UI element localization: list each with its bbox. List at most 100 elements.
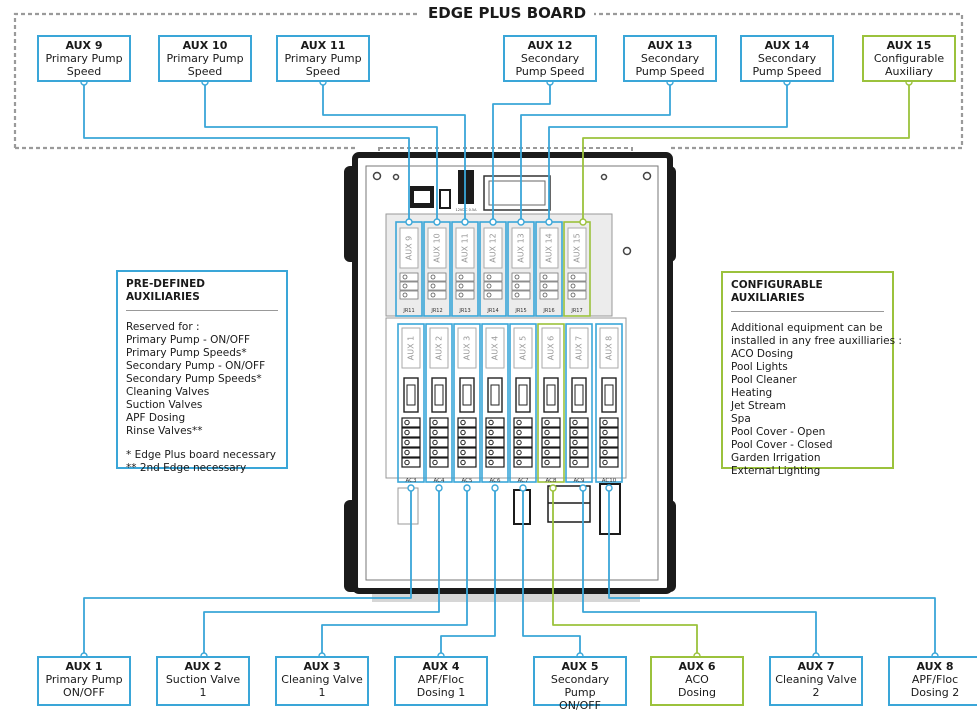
wire-endpoint — [435, 484, 443, 492]
upper-relay-label: AUX 14 — [545, 233, 554, 263]
aux-box-bottom: AUX 4 APF/Floc Dosing 1 — [394, 656, 488, 706]
lower-terminal-screw — [432, 439, 438, 446]
upper-relay-label: AUX 15 — [573, 233, 582, 263]
aux-box-line: ON/OFF — [63, 686, 105, 699]
lower-terminal-screw — [544, 459, 550, 466]
aux-box-name: AUX 9 — [65, 39, 103, 52]
upper-relay-body — [539, 227, 559, 269]
upper-relay-frame — [563, 221, 591, 317]
predefined-heading: PRE-DEFINED AUXILIARIES — [126, 278, 278, 311]
upper-jumper-label: JR11 — [402, 308, 414, 314]
configurable-line: Jet Stream — [731, 400, 787, 412]
lower-terminal-slot — [401, 427, 421, 438]
upper-relay-pin-dot — [514, 283, 520, 289]
terminal-block-aco — [513, 489, 531, 525]
power-terminal-label: 12VDC 0.5A — [455, 208, 477, 212]
upper-relay-pin-dot — [458, 283, 464, 289]
aux-box-line: Secondary Pump — [550, 673, 610, 699]
upper-relay-body — [483, 227, 503, 269]
upper-relay-pin-dot — [458, 292, 464, 298]
lower-relay-body — [569, 327, 589, 369]
aux-box-line: Auxiliary — [885, 65, 933, 78]
aux-box-top: AUX 9 Primary Pump Speed — [37, 35, 131, 82]
aux-box-line: Pump Speed — [752, 65, 822, 78]
upper-relay-pin — [567, 272, 587, 282]
aux-box-name: AUX 4 — [422, 660, 460, 673]
upper-relay-pin-dot — [570, 283, 576, 289]
lower-terminal-screw — [602, 419, 608, 426]
lower-terminal-screw — [404, 439, 410, 446]
lower-terminal-slot — [513, 427, 533, 438]
aux-box-line: APF/Floc — [911, 673, 959, 686]
configurable-line: Pool Cover - Open — [731, 426, 826, 438]
lower-terminal-slot — [541, 457, 561, 468]
aux-box-line: Primary Pump — [45, 673, 123, 686]
upper-relay-body — [511, 227, 531, 269]
wire — [548, 82, 788, 222]
aux-box-line: Cleaning Valve — [775, 673, 857, 686]
wire — [492, 82, 551, 222]
predefined-line: Cleaning Valves — [126, 386, 210, 398]
wire-endpoint — [489, 218, 497, 226]
lower-terminal-screw — [602, 459, 608, 466]
lower-relay-frame — [565, 323, 593, 483]
upper-relay-body — [567, 227, 587, 269]
aux-box-line: Pump Speed — [515, 65, 585, 78]
configurable-auxiliaries-panel: CONFIGURABLE AUXILIARIES Additional equi… — [721, 271, 902, 477]
lower-terminal-screw — [602, 439, 608, 446]
upper-relay-pin — [511, 281, 531, 291]
wire-endpoint — [433, 218, 441, 226]
predefined-line: Secondary Pump - ON/OFF — [126, 360, 266, 372]
lower-terminal-screw — [544, 449, 550, 456]
aux-box-line: Primary Pump — [45, 52, 123, 65]
terminal-block-left — [397, 487, 419, 525]
upper-relay-pin — [511, 272, 531, 282]
lower-terminal-screw — [404, 419, 410, 426]
configurable-line: Pool Cover - Closed — [731, 439, 833, 451]
predefined-note: ** 2nd Edge necessary — [126, 462, 247, 474]
upper-relay-pin — [483, 290, 503, 300]
lower-relay-switch-lever — [604, 384, 614, 406]
configurable-line: ACO Dosing — [731, 348, 794, 360]
lower-terminal-screw — [602, 449, 608, 456]
lower-terminal-screw — [404, 459, 410, 466]
upper-relay-pin-dot — [542, 274, 548, 280]
lower-relay-switch-lever — [546, 384, 556, 406]
lower-terminal-screw — [572, 449, 578, 456]
aux-box-top: AUX 12 Secondary Pump Speed — [503, 35, 597, 82]
aux-box-line: Secondary — [520, 52, 580, 65]
lower-terminal-screw — [488, 449, 494, 456]
configurable-line: External Lighting — [731, 465, 821, 477]
upper-relay-pin-dot — [514, 274, 520, 280]
aux-box-line: Dosing 1 — [416, 686, 466, 699]
lower-terminal-label: AC6 — [489, 478, 501, 484]
wire-endpoint — [519, 484, 527, 492]
lower-terminal-label: AC7 — [517, 478, 529, 484]
aux-box-name: AUX 2 — [184, 660, 222, 673]
configurable-line: Heating — [731, 387, 773, 399]
lower-relay-label: AUX 7 — [575, 336, 584, 360]
aux-box-top: AUX 14 Secondary Pump Speed — [740, 35, 834, 82]
lower-terminal-screw — [460, 449, 466, 456]
lower-terminal-screw — [544, 429, 550, 436]
lower-terminal-slot — [599, 437, 619, 448]
upper-relay-pin-dot — [430, 274, 436, 280]
upper-relay-pin — [427, 272, 447, 282]
upper-relay-label: AUX 9 — [405, 236, 414, 260]
lower-relay-pcb — [385, 317, 627, 479]
wire — [520, 82, 671, 222]
lower-terminal-slot — [429, 427, 449, 438]
wire — [552, 488, 698, 656]
wire — [322, 82, 466, 222]
lower-relay-label: AUX 5 — [519, 336, 528, 360]
lower-terminal-screw — [572, 459, 578, 466]
lower-relay-label: AUX 2 — [435, 336, 444, 360]
lower-terminal-slot — [401, 447, 421, 458]
upper-relay-pin-dot — [430, 292, 436, 298]
lower-terminal-slot — [569, 427, 589, 438]
upper-jumper-label: JR15 — [514, 308, 526, 314]
upper-jumper-label: JR14 — [486, 308, 498, 314]
lower-relay-frame — [509, 323, 537, 483]
upper-relay-pin — [539, 281, 559, 291]
upper-relay-pin — [455, 281, 475, 291]
